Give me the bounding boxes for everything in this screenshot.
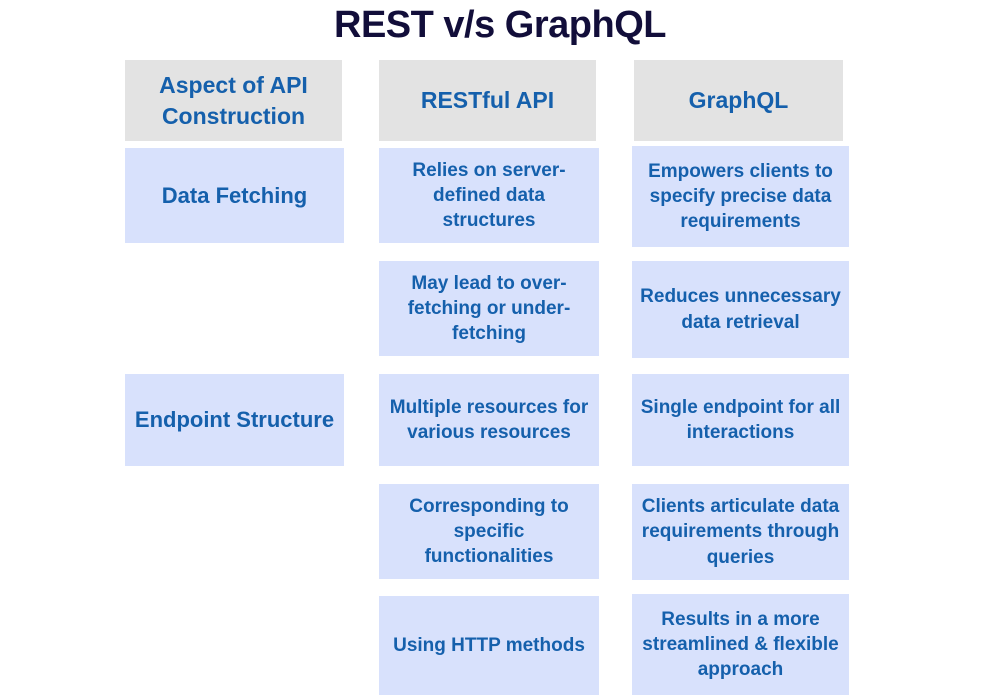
- table-header-aspect: Aspect of API Construction: [125, 60, 342, 141]
- table-cell-rest: Using HTTP methods: [379, 596, 599, 695]
- table-cell-aspect: Data Fetching: [125, 148, 344, 243]
- table-header-rest: RESTful API: [379, 60, 596, 141]
- table-cell-rest: May lead to over-fetching or under-fetch…: [379, 261, 599, 356]
- table-cell-aspect: Endpoint Structure: [125, 374, 344, 466]
- table-cell-graphql: Clients articulate data requirements thr…: [632, 484, 849, 580]
- table-cell-graphql: Reduces unnecessary data retrieval: [632, 261, 849, 358]
- table-cell-rest: Multiple resources for various resources: [379, 374, 599, 466]
- table-header-graphql: GraphQL: [634, 60, 843, 141]
- table-cell-graphql: Results in a more streamlined & flexible…: [632, 594, 849, 695]
- page-title: REST v/s GraphQL: [334, 4, 666, 46]
- table-cell-graphql: Single endpoint for all interactions: [632, 374, 849, 466]
- table-cell-rest: Corresponding to specific functionalitie…: [379, 484, 599, 579]
- table-cell-graphql: Empowers clients to specify precise data…: [632, 146, 849, 247]
- table-cell-rest: Relies on server-defined data structures: [379, 148, 599, 243]
